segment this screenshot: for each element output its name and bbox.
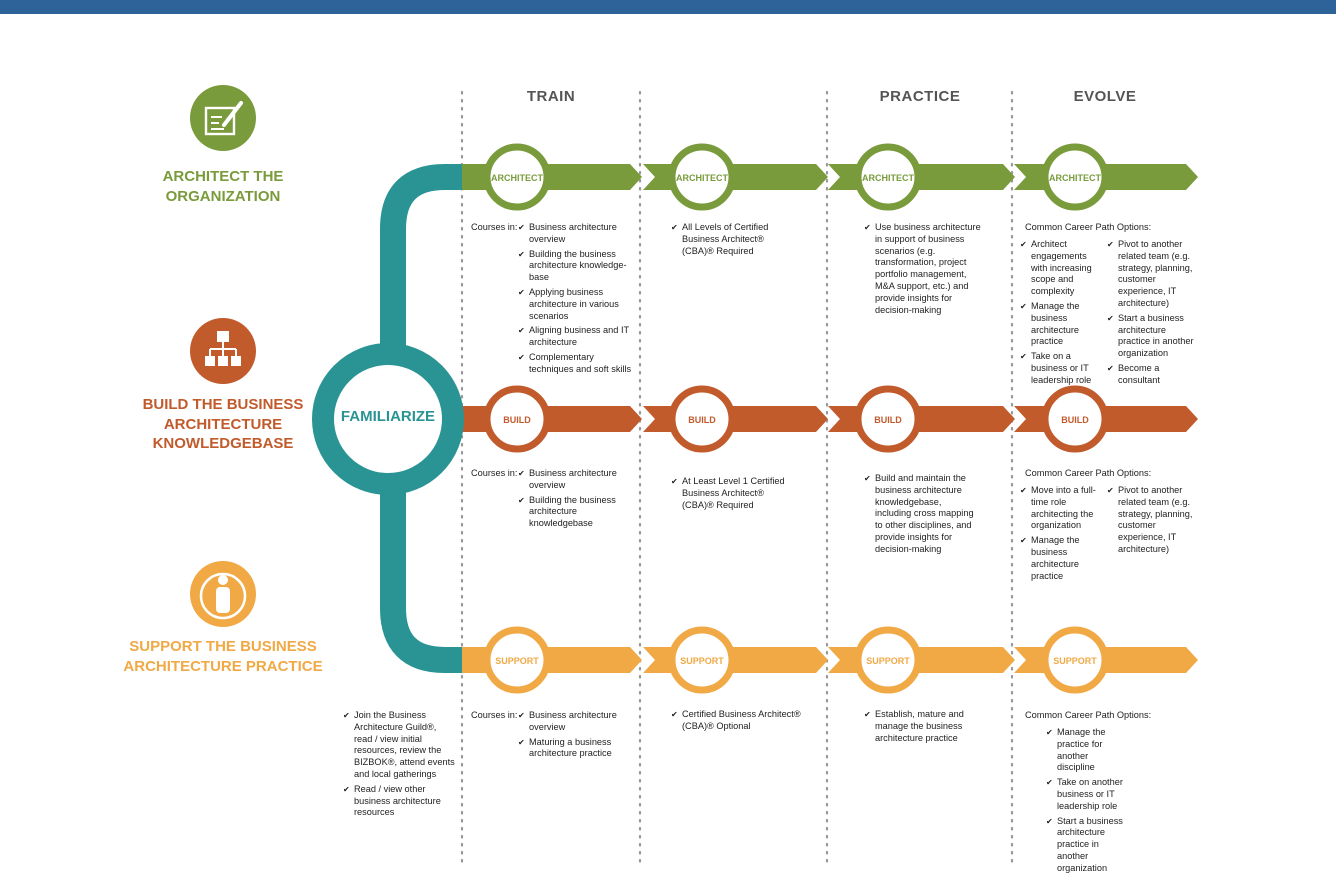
build-train-list: Business architecture overview Building … (518, 468, 636, 533)
circle-label-architect-practice: ARCHITECT (862, 173, 914, 183)
list-item: Take on another business or IT leadershi… (1046, 777, 1126, 812)
list-item: Building the business architecture knowl… (518, 495, 636, 530)
circle-label-architect-train: ARCHITECT (491, 173, 543, 183)
build-evolve-left-list: Move into a full-time role architecting … (1020, 485, 1104, 585)
list-item: Build and maintain the business architec… (864, 473, 978, 556)
org-chart-icon (190, 318, 256, 384)
role-label-line: BUILD THE BUSINESS (142, 396, 304, 413)
stage-header-evolve: EVOLVE (1073, 88, 1137, 105)
list-item: Building the business architecture knowl… (518, 249, 636, 284)
list-item: Become a consultant (1107, 363, 1199, 387)
list-item: At Least Level 1 Certified Business Arch… (671, 476, 787, 511)
circle-label-build-cert: BUILD (688, 415, 716, 425)
role-label-line: ARCHITECTURE (163, 415, 283, 433)
career-label: Common Career Path Options: (1025, 222, 1152, 232)
list-item: Pivot to another related team (e.g. stra… (1107, 239, 1199, 310)
familiarize-label: FAMILIARIZE (340, 408, 436, 425)
career-label: Common Career Path Options: (1025, 468, 1152, 478)
list-item: Maturing a business architecture practic… (518, 737, 636, 761)
role-label-line: ORGANIZATION (165, 187, 281, 205)
list-item: Business architecture overview (518, 222, 636, 246)
circle-label-build-train: BUILD (503, 415, 531, 425)
list-item: Applying business architecture in variou… (518, 287, 636, 322)
list-item: Start a business architecture practice i… (1107, 313, 1199, 360)
courses-label: Courses in: (471, 222, 518, 232)
stage-header-train: TRAIN (526, 88, 576, 105)
list-item: Read / view other business architecture … (343, 784, 455, 819)
list-item: Establish, mature and manage the busines… (864, 709, 974, 744)
courses-label: Courses in: (471, 710, 518, 720)
architect-circles (483, 143, 1109, 211)
architect-cert-list: All Levels of Certified Business Archite… (671, 222, 781, 260)
role-label-line: ARCHITECTURE PRACTICE (123, 657, 323, 675)
circle-label-build-evolve: BUILD (1061, 415, 1089, 425)
list-item: Use business architecture in support of … (864, 222, 982, 316)
build-evolve-right-list: Pivot to another related team (e.g. stra… (1107, 485, 1199, 559)
role-label-line: SUPPORT THE BUSINESS (129, 638, 317, 655)
role-label-line: ARCHITECT THE (162, 168, 284, 185)
career-label: Common Career Path Options: (1025, 710, 1152, 720)
stage-dividers (460, 90, 1014, 864)
architect-train-list: Business architecture overview Building … (518, 222, 636, 379)
architect-evolve-right-list: Pivot to another related team (e.g. stra… (1107, 239, 1199, 390)
list-item: Certified Business Architect® (CBA)® Opt… (671, 709, 811, 733)
list-item: Complementary techniques and soft skills (518, 352, 636, 376)
familiarize-list: Join the Business Architecture Guild®, r… (343, 710, 455, 822)
list-item: All Levels of Certified Business Archite… (671, 222, 781, 257)
architect-practice-list: Use business architecture in support of … (864, 222, 982, 319)
role-label-line: KNOWLEDGEBASE (152, 435, 294, 452)
role-label-support: SUPPORT THE BUSINESS ARCHITECTURE PRACTI… (103, 637, 343, 676)
role-label-architect: ARCHITECT THE ORGANIZATION (103, 167, 343, 206)
circle-label-architect-cert: ARCHITECT (676, 173, 728, 183)
list-item: Pivot to another related team (e.g. stra… (1107, 485, 1199, 556)
list-item: Join the Business Architecture Guild®, r… (343, 710, 455, 781)
courses-label: Courses in: (471, 468, 518, 478)
stage-header-practice: PRACTICE (879, 88, 961, 105)
build-circles (483, 385, 1109, 453)
pencil-document-icon (190, 85, 256, 151)
list-item: Manage the practice for another discipli… (1046, 727, 1126, 774)
circle-label-support-train: SUPPORT (495, 656, 539, 666)
list-item: Move into a full-time role architecting … (1020, 485, 1104, 532)
circle-label-support-cert: SUPPORT (680, 656, 724, 666)
build-cert-list: At Least Level 1 Certified Business Arch… (671, 476, 787, 514)
top-banner (0, 0, 1336, 14)
circle-label-support-practice: SUPPORT (866, 656, 910, 666)
list-item: Manage the business architecture practic… (1020, 301, 1104, 348)
list-item: Manage the business architecture practic… (1020, 535, 1104, 582)
support-cert-list: Certified Business Architect® (CBA)® Opt… (671, 709, 811, 736)
support-practice-list: Establish, mature and manage the busines… (864, 709, 974, 747)
support-circles (483, 626, 1109, 694)
support-evolve-list: Manage the practice for another discipli… (1046, 727, 1126, 878)
list-item: Aligning business and IT architecture (518, 325, 636, 349)
familiarize-circle (312, 343, 464, 495)
architect-evolve-left-list: Architect engagements with increasing sc… (1020, 239, 1104, 390)
familiarize-connector (380, 164, 464, 673)
person-target-icon (190, 561, 256, 627)
circle-label-build-practice: BUILD (874, 415, 902, 425)
list-item: Start a business architecture practice i… (1046, 816, 1126, 875)
circle-label-architect-evolve: ARCHITECT (1049, 173, 1101, 183)
list-item: Architect engagements with increasing sc… (1020, 239, 1104, 298)
list-item: Business architecture overview (518, 710, 636, 734)
support-train-list: Business architecture overview Maturing … (518, 710, 636, 763)
list-item: Business architecture overview (518, 468, 636, 492)
build-practice-list: Build and maintain the business architec… (864, 473, 978, 559)
role-label-build: BUILD THE BUSINESS ARCHITECTURE KNOWLEDG… (103, 395, 343, 454)
list-item: Take on a business or IT leadership role (1020, 351, 1104, 386)
circle-label-support-evolve: SUPPORT (1053, 656, 1097, 666)
